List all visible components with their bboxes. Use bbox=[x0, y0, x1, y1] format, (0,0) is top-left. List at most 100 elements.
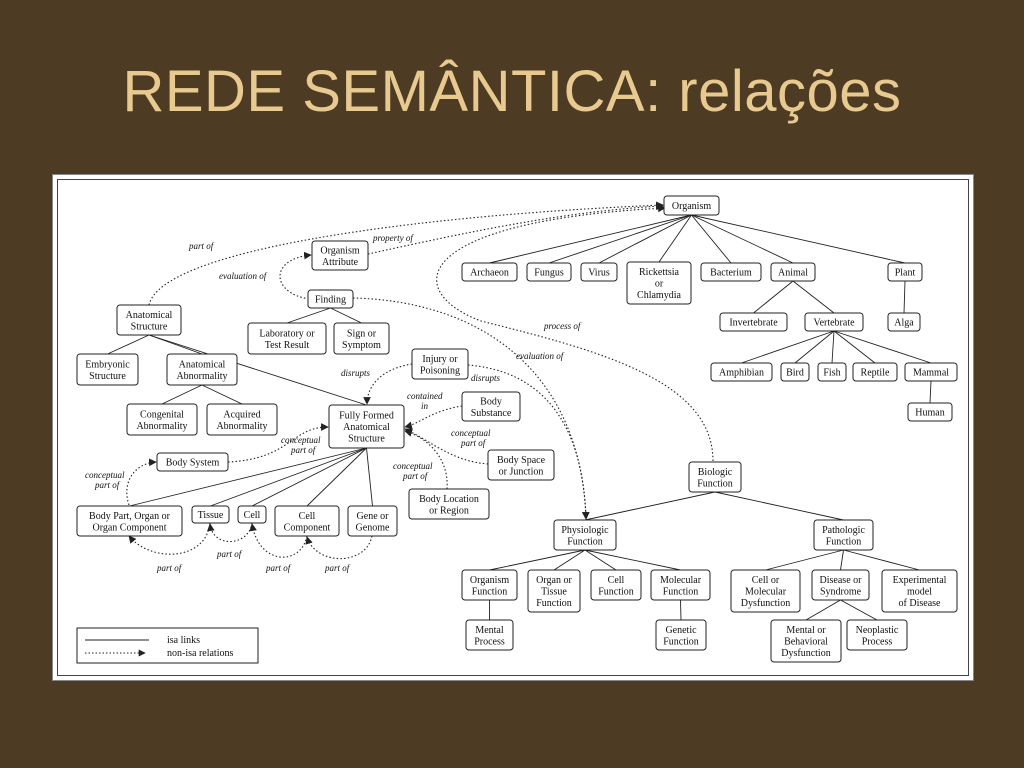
relation-label-disrupts-left: disrupts bbox=[341, 368, 371, 378]
node-label-mental-process-1: Process bbox=[474, 636, 505, 647]
node-label-rickettsia-0: Rickettsia bbox=[639, 267, 680, 278]
node-label-disease-syndrome-0: Disease or bbox=[820, 575, 863, 586]
node-label-mental-process-0: Mental bbox=[475, 625, 504, 636]
legend: isa links non-isa relations bbox=[76, 627, 259, 664]
relation-label-part-of-top: part of bbox=[188, 241, 215, 251]
legend-box bbox=[76, 627, 259, 664]
node-label-gene-genome-0: Gene or bbox=[357, 511, 390, 522]
node-box-body-location bbox=[408, 488, 490, 520]
isa-link-organism-archaeon bbox=[489, 214, 692, 264]
node-label-body-location-0: Body Location bbox=[419, 494, 479, 505]
node-label-body-system-0: Body System bbox=[166, 458, 220, 469]
node-box-mammal bbox=[904, 362, 958, 382]
diagram-inner-border bbox=[57, 179, 969, 676]
node-box-virus bbox=[580, 262, 618, 282]
node-label-lab-result-0: Laboratory or bbox=[259, 328, 315, 339]
node-label-embryonic-structure-0: Embryonic bbox=[85, 359, 130, 370]
node-label-injury-poisoning-1: Poisoning bbox=[420, 365, 460, 376]
isa-link-vertebrate-bird bbox=[794, 330, 835, 364]
isa-link-organism-animal bbox=[691, 214, 794, 264]
node-label-injury-poisoning-0: Injury or bbox=[422, 354, 458, 365]
node-box-archaeon bbox=[461, 262, 518, 282]
node-box-reptile bbox=[852, 362, 898, 382]
relation-conceptual-part-of-system bbox=[227, 423, 329, 463]
node-label-body-part-1: Organ Component bbox=[93, 522, 167, 533]
node-box-anatomical-structure bbox=[116, 304, 182, 336]
node-box-body-part bbox=[76, 505, 183, 537]
legend-isa-label: isa links bbox=[167, 635, 200, 646]
node-label-experimental-model-1: model bbox=[907, 587, 932, 598]
isa-link-physiologic-function-organism-function bbox=[489, 549, 586, 571]
node-label-pathologic-function-0: Pathologic bbox=[822, 525, 865, 536]
isa-links-layer bbox=[107, 214, 932, 621]
node-label-reptile-0: Reptile bbox=[861, 368, 890, 379]
node-label-virus-0: Virus bbox=[588, 268, 610, 279]
node-box-alga bbox=[887, 312, 921, 332]
node-label-cell-component-1: Component bbox=[284, 522, 331, 533]
isa-link-plant-alga bbox=[903, 280, 906, 314]
node-label-sign-symptom-1: Symptom bbox=[342, 340, 381, 351]
relation-label-evaluation-of-finding: evaluation of bbox=[219, 271, 268, 281]
relation-contained-in-substance bbox=[404, 405, 463, 430]
node-box-mental-behavioral-dysfunction bbox=[770, 619, 842, 663]
node-box-neoplastic-process bbox=[846, 619, 908, 651]
node-mammal: Mammal bbox=[904, 362, 958, 382]
node-label-acquired-abnormality-0: Acquired bbox=[223, 409, 260, 420]
slide-title: REDE SEMÂNTICA: relações bbox=[122, 59, 902, 124]
isa-link-biologic-function-pathologic-function bbox=[714, 491, 844, 521]
node-box-sign-symptom bbox=[333, 322, 390, 355]
node-box-body-substance bbox=[461, 391, 521, 422]
node-box-invertebrate bbox=[719, 312, 788, 332]
isa-link-mammal-human bbox=[929, 380, 932, 404]
node-label-molecular-function-0: Molecular bbox=[660, 575, 702, 586]
node-label-organ-tissue-function-0: Organ or bbox=[536, 575, 572, 586]
relation-label-property-of: property of bbox=[372, 233, 414, 243]
isa-link-anatomical-abnormality-acquired-abnormality bbox=[201, 384, 243, 405]
node-box-finding bbox=[307, 289, 354, 309]
node-bird: Bird bbox=[780, 362, 810, 382]
isa-link-organism-plant bbox=[691, 214, 906, 264]
relation-evaluation-of-finding-attribute bbox=[279, 251, 312, 300]
isa-link-anatomical-structure-fully-formed bbox=[148, 334, 367, 406]
node-box-embryonic-structure bbox=[76, 353, 139, 386]
isa-link-physiologic-function-organ-tissue-function bbox=[553, 549, 586, 571]
isa-link-biologic-function-physiologic-function bbox=[584, 491, 716, 521]
node-label-rickettsia-1: or bbox=[655, 279, 664, 290]
node-label-anatomical-abnormality-1: Abnormality bbox=[176, 371, 227, 382]
isa-link-disease-syndrome-neoplastic-process bbox=[840, 599, 878, 621]
node-bacterium: Bacterium bbox=[700, 262, 762, 282]
node-label-acquired-abnormality-1: Abnormality bbox=[216, 421, 267, 432]
node-label-body-space-0: Body Space bbox=[497, 455, 546, 466]
node-label-organism-attribute-0: Organism bbox=[320, 245, 359, 256]
node-label-invertebrate-0: Invertebrate bbox=[729, 318, 778, 329]
node-label-body-substance-0: Body bbox=[480, 396, 502, 407]
isa-link-organism-bacterium bbox=[691, 214, 732, 264]
node-box-organism-attribute bbox=[311, 240, 369, 271]
node-label-organism-function-1: Function bbox=[472, 586, 508, 597]
node-label-gene-genome-1: Genome bbox=[356, 522, 390, 533]
isa-link-pathologic-function-disease-syndrome bbox=[840, 549, 844, 571]
node-organism: Organism bbox=[663, 195, 720, 216]
relation-conceptual-part-of-location bbox=[404, 429, 448, 490]
node-label-disease-syndrome-1: Syndrome bbox=[820, 586, 862, 597]
node-label-archaeon-0: Archaeon bbox=[470, 268, 509, 279]
node-box-organ-tissue-function bbox=[527, 569, 581, 613]
node-label-fully-formed-2: Structure bbox=[348, 434, 385, 445]
node-label-bacterium-0: Bacterium bbox=[710, 268, 752, 279]
node-box-lab-result bbox=[247, 322, 327, 355]
node-box-organism-function bbox=[461, 569, 518, 601]
node-label-body-space-1: or Junction bbox=[499, 466, 544, 477]
node-box-organism bbox=[663, 195, 720, 216]
